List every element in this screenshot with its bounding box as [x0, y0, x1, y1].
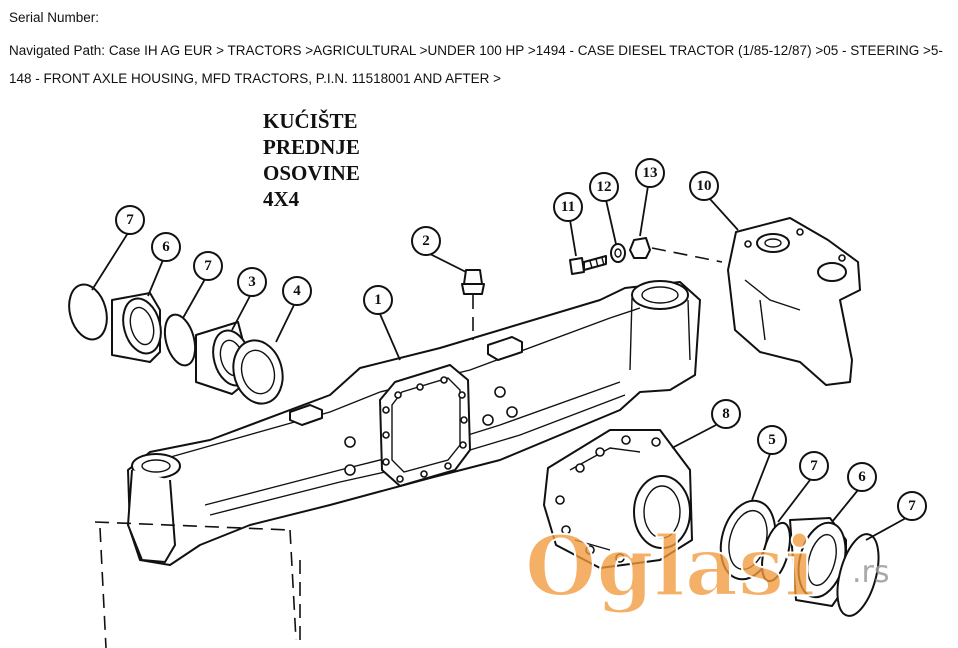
- svg-text:2: 2: [422, 233, 430, 249]
- diagram-title: KUĆIŠTE PREDNJE OSOVINE 4X4: [263, 109, 360, 211]
- callout-6b: 6: [831, 462, 877, 523]
- right-bearing-stack: [719, 499, 880, 617]
- callout-10: 10: [689, 171, 739, 231]
- callout-3: 3: [231, 267, 267, 331]
- svg-text:7: 7: [204, 258, 212, 274]
- callout-5: 5: [751, 425, 787, 501]
- callout-13: 13: [635, 158, 665, 237]
- bolt-assembly: [569, 237, 723, 275]
- callout-8: 8: [671, 399, 741, 449]
- svg-text:1: 1: [374, 292, 382, 308]
- callout-1: 1: [363, 285, 401, 361]
- callout-4: 4: [275, 276, 312, 343]
- left-bearing-stack: [68, 283, 284, 405]
- svg-text:13: 13: [643, 165, 658, 181]
- svg-text:10: 10: [697, 178, 712, 194]
- svg-text:.rs: .rs: [852, 555, 890, 590]
- oglasi-watermark: Oglasi .rs: [524, 518, 890, 616]
- callout-7c: 7: [777, 451, 829, 523]
- svg-text:5: 5: [768, 432, 776, 448]
- callout-11: 11: [553, 192, 583, 257]
- callout-7a: 7: [91, 205, 145, 291]
- svg-text:Oglasi: Oglasi: [525, 519, 815, 615]
- navigated-path: Navigated Path: Case IH AG EUR > TRACTOR…: [9, 43, 943, 86]
- svg-text:7: 7: [810, 458, 818, 474]
- callout-7b: 7: [182, 251, 223, 319]
- grease-fitting: [461, 269, 485, 340]
- callout-2: 2: [411, 226, 467, 273]
- svg-text:12: 12: [597, 179, 612, 195]
- axle-housing: [127, 280, 701, 566]
- svg-text:4: 4: [293, 283, 301, 299]
- serial-number-label: Serial Number:: [9, 10, 100, 25]
- svg-text:11: 11: [561, 199, 575, 215]
- dashed-outline: [94, 521, 301, 648]
- hub-housing: [543, 429, 693, 569]
- callout-6a: 6: [147, 232, 181, 297]
- svg-text:3: 3: [248, 274, 256, 290]
- svg-text:7: 7: [126, 212, 134, 228]
- svg-text:8: 8: [722, 406, 730, 422]
- callout-7d: 7: [865, 491, 927, 541]
- svg-text:7: 7: [908, 498, 916, 514]
- svg-text:6: 6: [162, 239, 170, 255]
- callout-12: 12: [589, 172, 619, 245]
- steering-knuckle: [727, 217, 861, 386]
- svg-text:6: 6: [858, 469, 866, 485]
